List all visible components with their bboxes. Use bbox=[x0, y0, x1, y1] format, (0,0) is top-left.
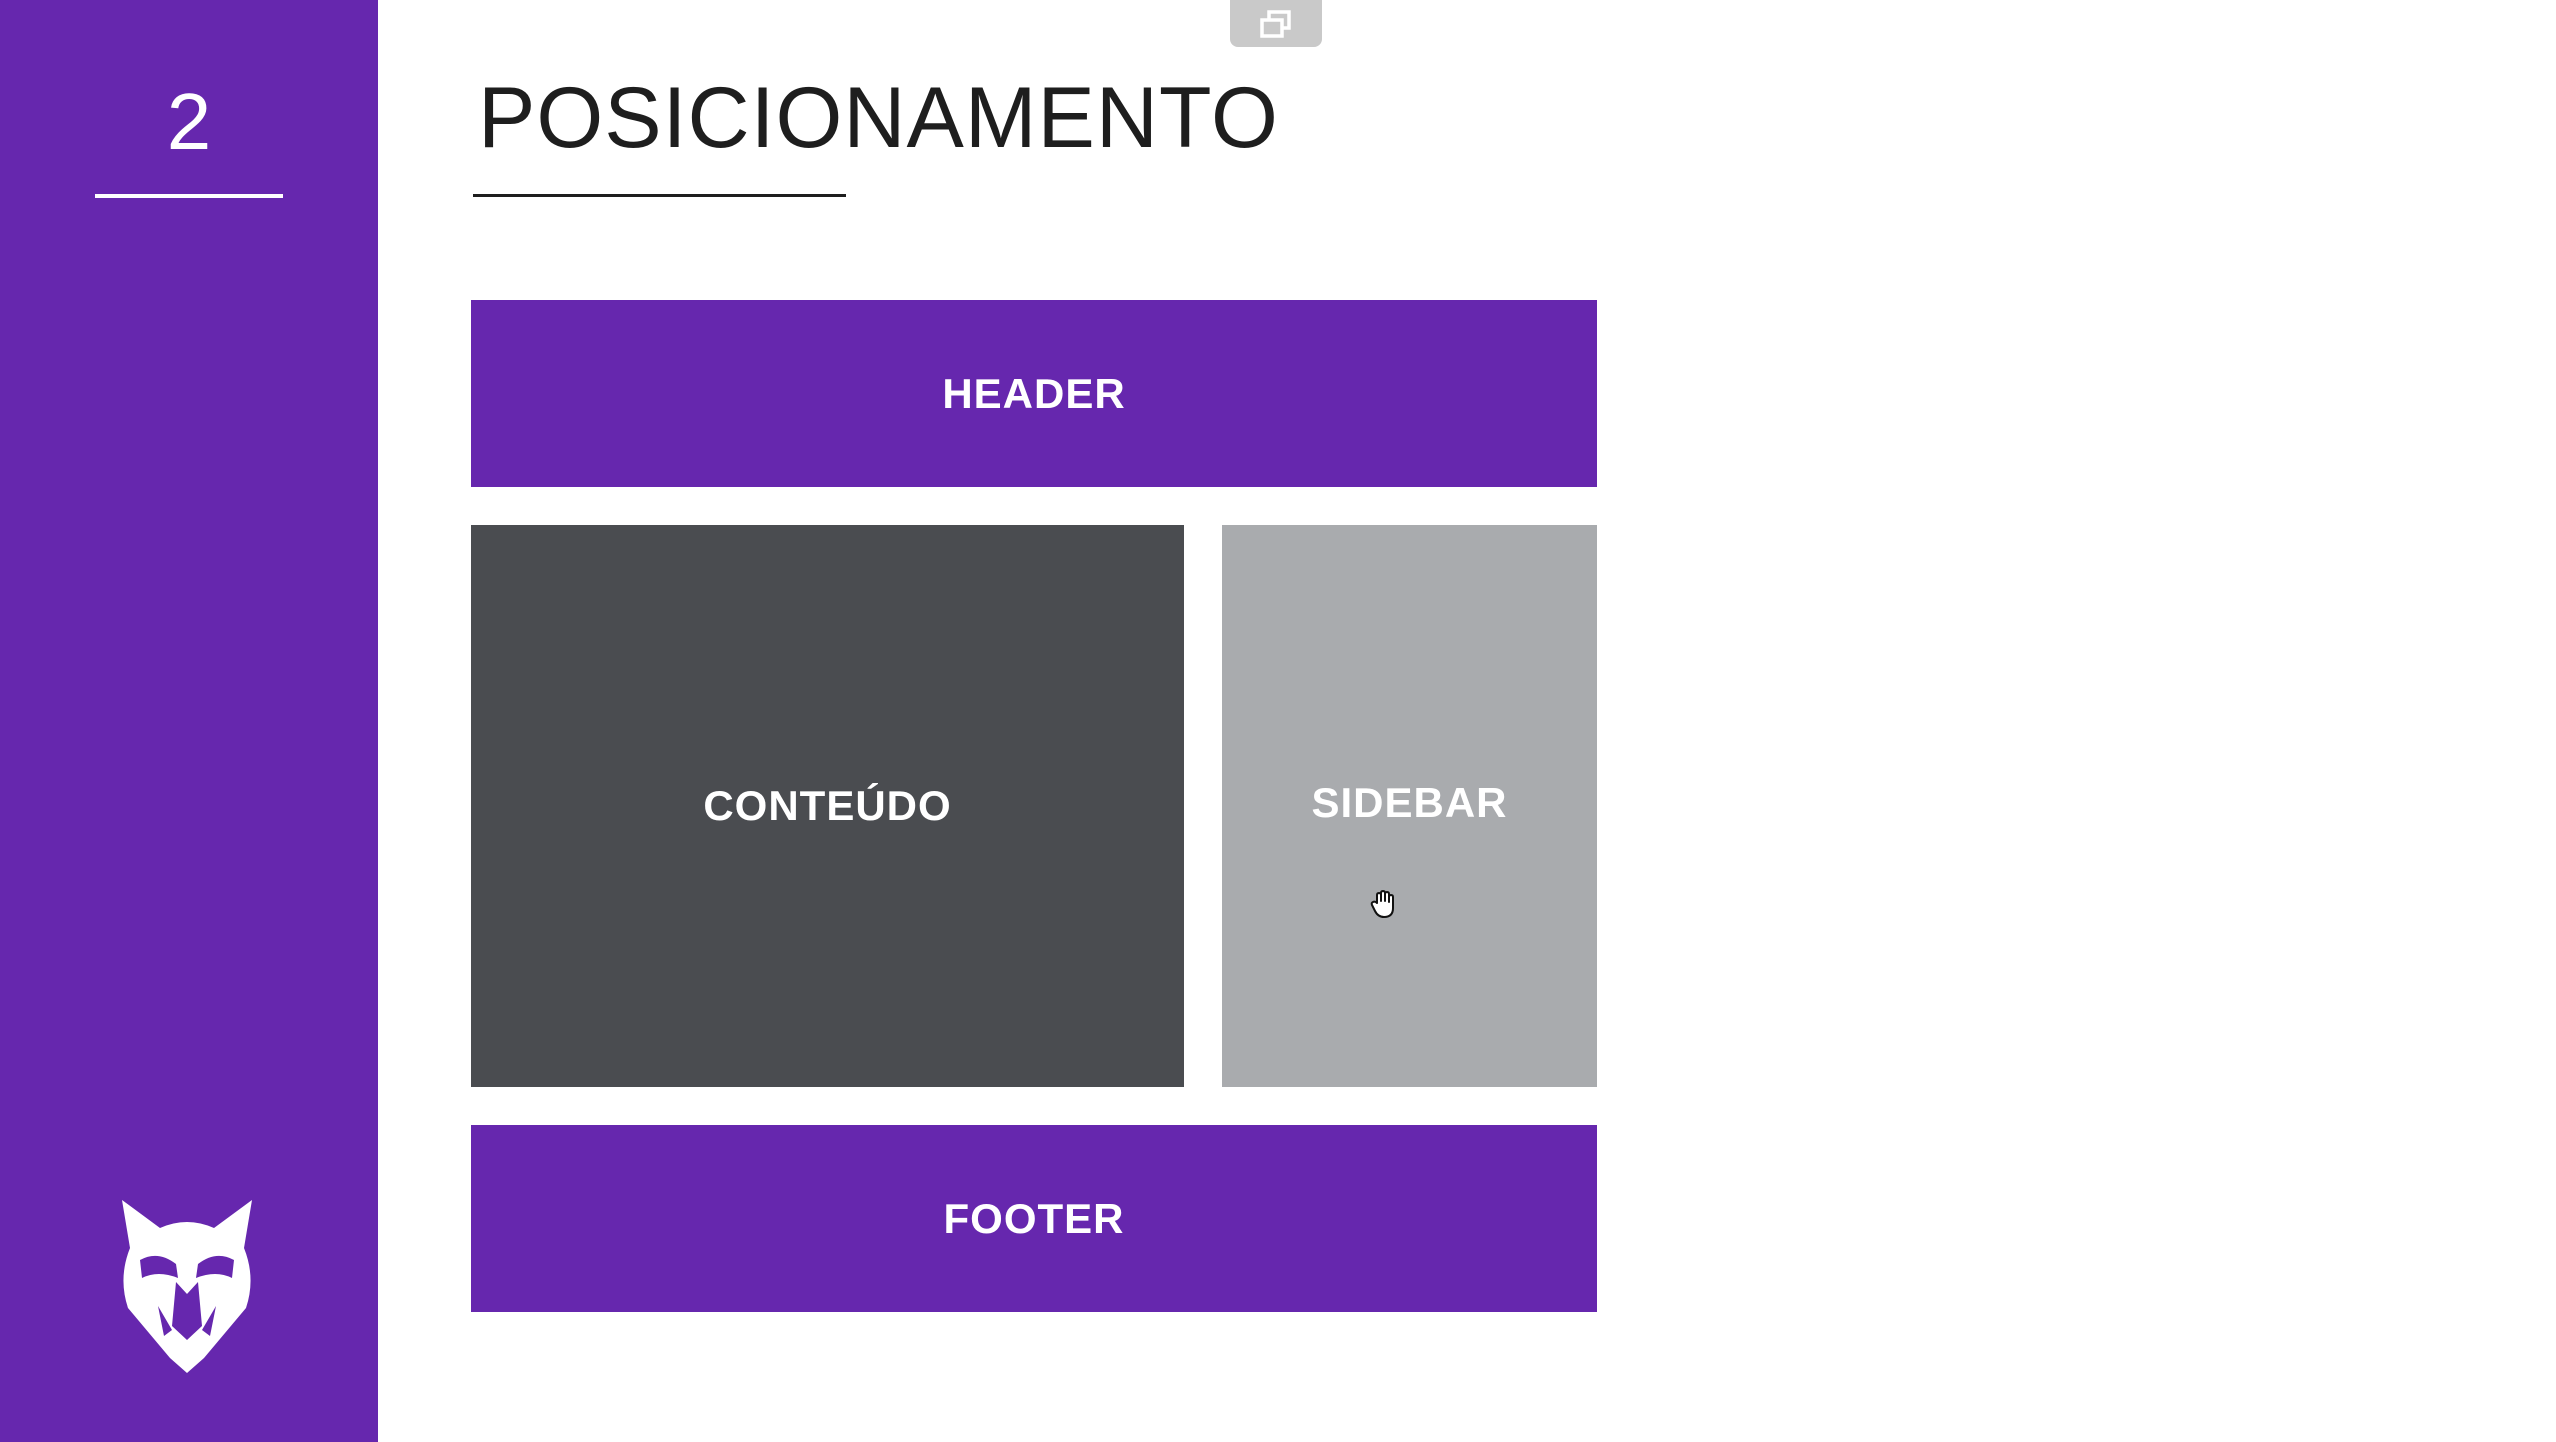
layout-sidebar-label: SIDEBAR bbox=[1311, 779, 1508, 826]
side-rail: 2 bbox=[0, 0, 378, 1442]
slide-number: 2 bbox=[166, 77, 212, 166]
layout-content-block: CONTEÚDO bbox=[471, 525, 1184, 1087]
layout-content-label: CONTEÚDO bbox=[703, 782, 952, 829]
hand-grab-cursor-icon bbox=[1370, 890, 1394, 918]
popout-window-button[interactable] bbox=[1230, 0, 1322, 47]
layout-sidebar-block: SIDEBAR bbox=[1222, 525, 1597, 1087]
layout-footer-label: FOOTER bbox=[943, 1194, 1125, 1242]
popout-window-icon bbox=[1260, 9, 1291, 38]
layout-header-label: HEADER bbox=[942, 369, 1126, 417]
page-title: POSICIONAMENTO bbox=[478, 70, 1279, 166]
slide-number-divider bbox=[95, 194, 283, 198]
layout-footer-block: FOOTER bbox=[471, 1125, 1597, 1312]
layout-header-block: HEADER bbox=[471, 300, 1597, 487]
wolf-head-logo-icon bbox=[122, 1200, 252, 1373]
title-underline bbox=[473, 194, 846, 197]
